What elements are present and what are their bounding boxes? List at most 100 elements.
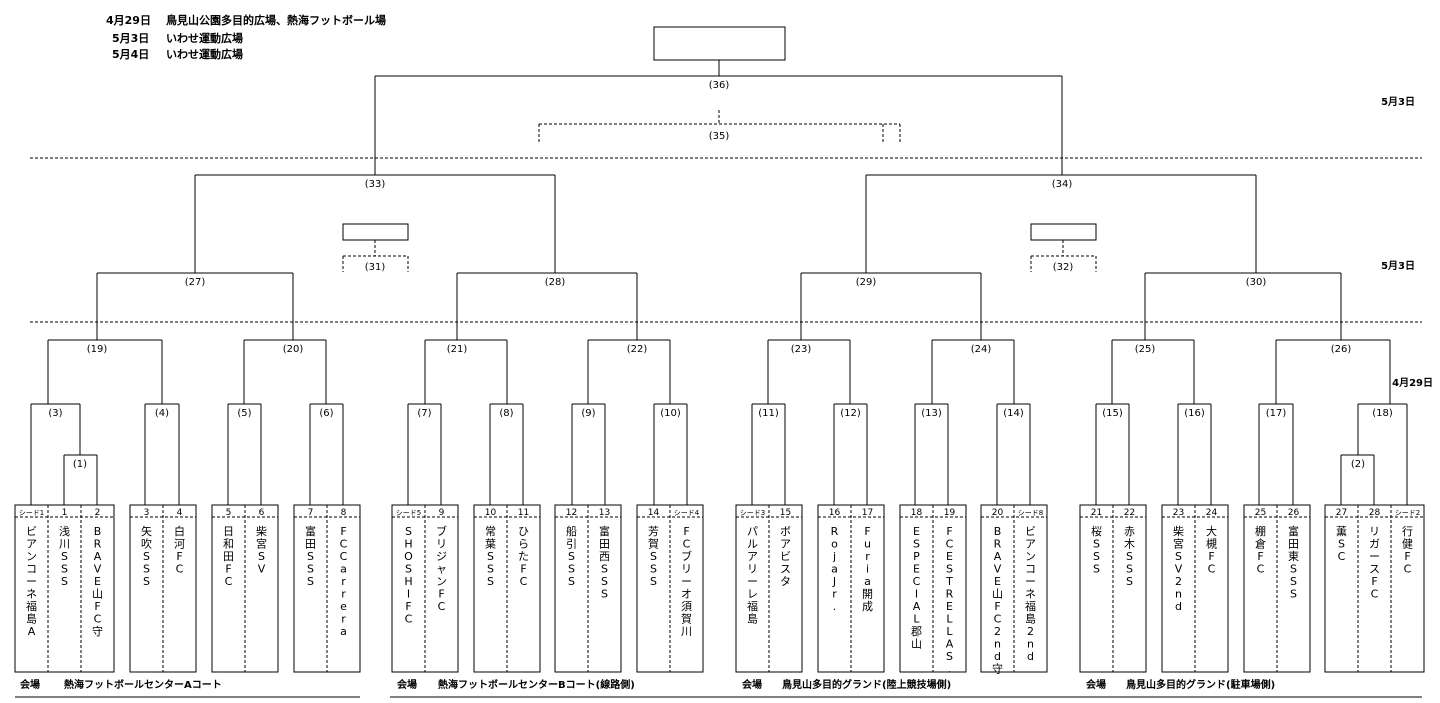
team-name-char: 山: [911, 638, 922, 651]
team-name-char: 薫: [1336, 525, 1347, 538]
team-name-char: ア: [26, 538, 37, 551]
team-name-char: j: [832, 550, 836, 563]
team-name-char: F: [994, 600, 1000, 613]
team-name-char: S: [1126, 563, 1133, 576]
team-name-char: 成: [862, 600, 873, 613]
team-number: 26: [1288, 508, 1300, 518]
team-name-char: C: [1208, 563, 1216, 576]
match-label-23: (23): [791, 344, 812, 355]
match-label-2: (2): [1351, 459, 1365, 470]
team-number: 28: [1369, 508, 1381, 518]
team-name-char: H: [404, 538, 412, 551]
team-name-char: リ: [681, 563, 692, 576]
team-name-char: S: [487, 563, 494, 576]
team-name-char: 柴: [1173, 524, 1184, 538]
team-name-char: F: [176, 550, 182, 563]
team-number: 4: [177, 508, 183, 518]
team-name-char: リ: [436, 538, 447, 551]
team-name-char: ひ: [518, 525, 529, 538]
team-name-char: ネ: [1025, 588, 1036, 601]
team-name-char: ス: [780, 563, 791, 576]
team-name-char: 矢: [141, 524, 152, 538]
team-name-char: S: [1093, 538, 1100, 551]
team-name-char: S: [601, 575, 608, 588]
team-name-char: ー: [1025, 575, 1036, 588]
team-name-char: 賀: [648, 538, 659, 551]
team-number: シード5: [396, 509, 421, 517]
team-name-char: E: [994, 575, 1001, 588]
team-name-char: レ: [747, 588, 758, 601]
team-name-char: C: [1338, 550, 1346, 563]
venue-label: 会場: [20, 678, 40, 691]
team-number: シード3: [740, 509, 765, 517]
match-label-26: (26): [1331, 344, 1352, 355]
team-name-char: R: [831, 525, 839, 538]
team-name-char: ア: [747, 550, 758, 563]
team-name-char: ル: [747, 538, 758, 551]
match-label-21: (21): [447, 344, 468, 355]
match-label-13: (13): [921, 408, 942, 419]
team-name-char: 宮: [1173, 537, 1184, 551]
team-name-char: ら: [518, 538, 529, 551]
team-name-char: B: [994, 525, 1002, 538]
team-name-char: I: [915, 588, 918, 601]
team-group-box: [1324, 504, 1425, 673]
team-name-char: I: [407, 588, 410, 601]
team-name-char: 山: [92, 588, 103, 601]
team-name-char: C: [225, 575, 233, 588]
team-name-char: S: [307, 575, 314, 588]
schedule-date-3: 5月4日: [112, 48, 150, 61]
team-name-char: F: [864, 525, 870, 538]
team-name-char: 和: [223, 538, 234, 551]
team-number: 18: [911, 508, 923, 518]
team-name-char: n: [994, 638, 1001, 651]
team-name-char: V: [1175, 563, 1183, 576]
match-label-32: (32): [1053, 262, 1074, 273]
team-name-char: r: [341, 588, 346, 601]
match-label-27: (27): [185, 277, 206, 288]
team-name-char: F: [405, 600, 411, 613]
team-name-char: H: [404, 575, 412, 588]
team-name-char: 富: [1288, 524, 1299, 538]
team-number: 27: [1336, 508, 1347, 518]
team-name-char: S: [601, 563, 608, 576]
team-name-char: o: [831, 538, 838, 551]
team-name-char: S: [1093, 563, 1100, 576]
team-name-char: ー: [26, 575, 37, 588]
team-number: 7: [308, 508, 314, 518]
team-name-char: S: [307, 563, 314, 576]
champion-box: [653, 26, 786, 61]
team-name-char: 2: [994, 625, 1001, 638]
team-name-char: S: [307, 550, 314, 563]
match-label-22: (22): [627, 344, 648, 355]
team-name-char: ビ: [780, 550, 791, 563]
round-date-semi: 5月3日: [1381, 260, 1415, 272]
team-name-char: L: [913, 613, 920, 626]
team-name-char: 引: [566, 537, 577, 551]
team-name-char: T: [945, 575, 953, 588]
team-name-char: ボ: [780, 525, 791, 538]
placement-box-31: [342, 223, 409, 241]
team-number: 22: [1124, 508, 1135, 518]
match-label-10: (10): [660, 408, 681, 419]
team-name-char: A: [94, 550, 102, 563]
match-label-17: (17): [1266, 408, 1287, 419]
team-name-char: 富: [599, 524, 610, 538]
team-name-char: 島: [1025, 612, 1036, 626]
match-label-3: (3): [48, 408, 62, 419]
team-name-char: 大: [1206, 524, 1217, 538]
team-name-char: 富: [305, 524, 316, 538]
team-name-char: 健: [1402, 538, 1413, 551]
team-number: 2: [95, 508, 101, 518]
team-name-char: ア: [780, 538, 791, 551]
team-number: 21: [1091, 508, 1102, 518]
team-number: 1: [62, 508, 68, 518]
team-name-char: 芳: [648, 524, 659, 538]
team-number: 15: [780, 508, 791, 518]
team-name-char: F: [1371, 575, 1377, 588]
match-label-35: (35): [709, 131, 730, 142]
team-name-char: S: [143, 563, 150, 576]
team-name-char: d: [1027, 650, 1034, 663]
team-name-char: 2: [1175, 575, 1182, 588]
team-name-char: d: [994, 650, 1001, 663]
